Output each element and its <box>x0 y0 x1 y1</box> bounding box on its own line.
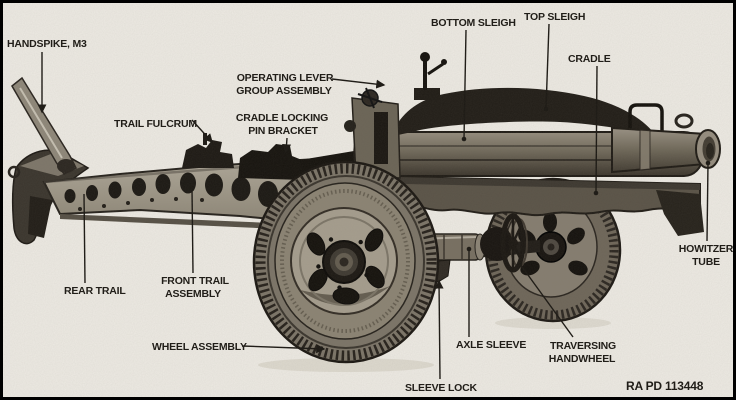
howitzer-carriage-diagram: HANDSPIKE, M3 TRAIL FULCRUM OPERATING LE… <box>0 0 736 400</box>
manual-figure-page: HANDSPIKE, M3 TRAIL FULCRUM OPERATING LE… <box>0 0 736 400</box>
halftone-grain-overlay <box>0 0 736 400</box>
